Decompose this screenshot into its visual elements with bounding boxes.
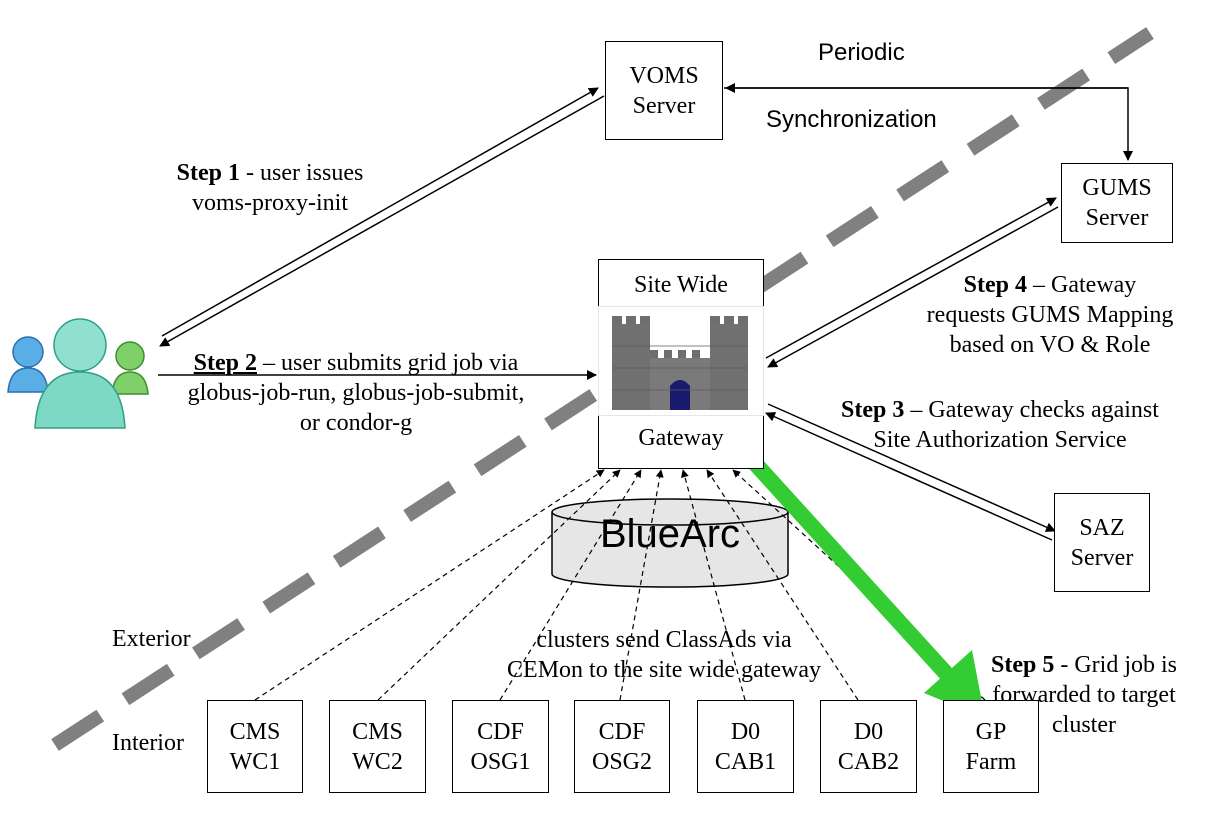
classads-line2: CEMon to the site wide gateway — [507, 657, 821, 683]
cluster-d0-cab1: D0 CAB1 — [697, 700, 794, 793]
step5-label: Step 5 - Grid job is forwarded to target… — [968, 650, 1200, 740]
users-group-icon — [7, 318, 149, 429]
step2-line3: or condor-g — [299, 410, 413, 436]
gateway-top-label: Site Wide — [634, 272, 728, 298]
step2-title: Step 2 — [193, 350, 257, 376]
saz-line1: SAZ — [1079, 514, 1125, 541]
cluster-cdf-osg2: CDF OSG2 — [574, 700, 670, 793]
step3-title: Step 3 — [841, 397, 905, 423]
step5-line3: cluster — [1052, 712, 1116, 738]
interior-label: Interior — [112, 730, 184, 756]
step5-text: - Grid job is — [1054, 652, 1177, 678]
cluster-line1: CMS — [229, 718, 281, 745]
cluster-line2: WC2 — [352, 748, 403, 775]
voms-line2: Server — [632, 92, 696, 119]
step4-title: Step 4 — [963, 272, 1028, 298]
cluster-d0-cab2: D0 CAB2 — [820, 700, 917, 793]
bluearc-storage — [551, 498, 789, 588]
step2-text: – user submits grid job via — [257, 350, 519, 376]
saz-line2: Server — [1070, 544, 1134, 571]
step1-label: Step 1 - user issues voms-proxy-init — [150, 158, 390, 218]
sync-label-periodic: Periodic — [818, 39, 905, 66]
cluster-line1: CDF — [598, 718, 646, 745]
saz-server: SAZ Server — [1054, 493, 1150, 592]
step4-text: – Gateway — [1027, 272, 1137, 298]
cluster-line2: WC1 — [229, 748, 281, 775]
classads-line1: clusters send ClassAds via — [536, 627, 792, 653]
voms-server: VOMS Server — [605, 41, 723, 140]
step5-title: Step 5 — [990, 652, 1055, 678]
step4-line3: based on VO & Role — [949, 332, 1151, 358]
castle-icon — [597, 305, 765, 417]
cluster-line2: Farm — [965, 748, 1017, 775]
gateway-bottom-label: Gateway — [638, 425, 724, 451]
step3-label: Step 3 – Gateway checks against Site Aut… — [810, 395, 1190, 455]
cluster-line2: CAB1 — [714, 748, 777, 775]
step1-text: - user issues — [240, 160, 364, 186]
exterior-interior-boundary — [51, 27, 1154, 751]
voms-line1: VOMS — [629, 62, 699, 89]
cluster-line1: D0 — [730, 718, 761, 745]
step1-line2: voms-proxy-init — [192, 190, 348, 216]
cluster-cdf-osg1: CDF OSG1 — [452, 700, 549, 793]
cluster-line2: CAB2 — [837, 748, 900, 775]
step2-label: Step 2 – user submits grid job via globu… — [148, 348, 564, 438]
step1-arrows — [159, 87, 605, 347]
step4-arrows — [765, 197, 1059, 368]
step4-label: Step 4 – Gateway requests GUMS Mapping b… — [900, 270, 1200, 360]
cluster-line2: OSG1 — [470, 748, 531, 775]
gums-line2: Server — [1085, 205, 1149, 231]
gums-line1: GUMS — [1082, 175, 1152, 201]
classads-label: clusters send ClassAds via CEMon to the … — [474, 625, 854, 685]
step2-line2: globus-job-run, globus-job-submit, — [187, 380, 525, 406]
step3-text: – Gateway checks against — [904, 397, 1159, 423]
sync-label-synchronization: Synchronization — [766, 106, 937, 133]
cluster-cms-wc1: CMS WC1 — [207, 700, 303, 793]
cluster-line1: CDF — [477, 718, 524, 745]
cluster-cms-wc2: CMS WC2 — [329, 700, 426, 793]
bluearc-label: BlueArc — [599, 512, 741, 556]
step3-arrows — [765, 403, 1056, 541]
exterior-label: Exterior — [112, 626, 191, 652]
step1-title: Step 1 — [176, 160, 240, 186]
cluster-gp-farm: GP Farm — [943, 700, 1039, 793]
step3-line2: Site Authorization Service — [873, 427, 1127, 453]
cluster-line2: OSG2 — [591, 748, 652, 775]
cluster-line1: CMS — [352, 718, 403, 745]
gums-server: GUMS Server — [1061, 163, 1173, 243]
step4-line2: requests GUMS Mapping — [926, 302, 1174, 328]
cluster-line1: D0 — [853, 718, 884, 745]
cluster-line1: GP — [975, 718, 1007, 745]
